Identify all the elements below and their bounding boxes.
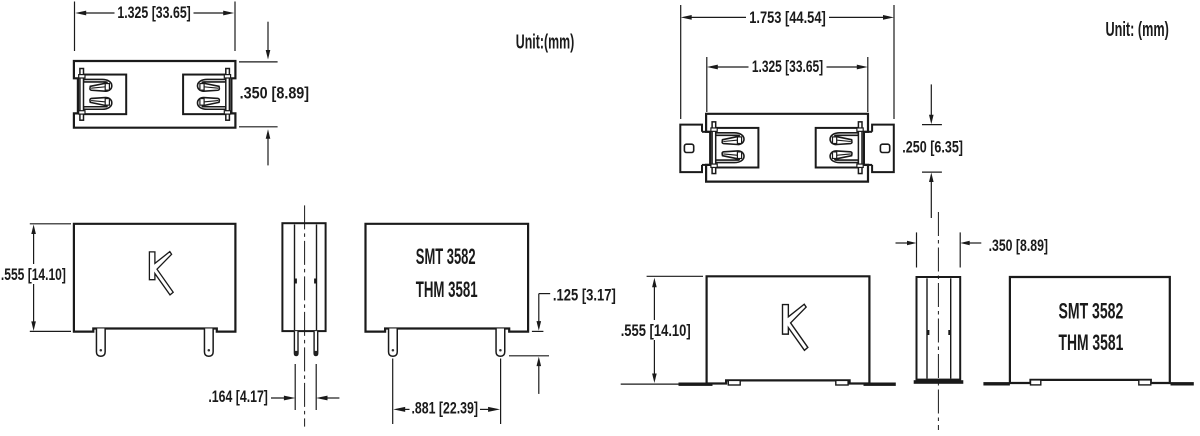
- svg-text:SMT 3582: SMT 3582: [416, 244, 476, 269]
- svg-text:Unit: (mm): Unit: (mm): [1106, 19, 1169, 41]
- svg-text:THM 3581: THM 3581: [1059, 330, 1124, 355]
- svg-text:.125 [3.17]: .125 [3.17]: [553, 287, 616, 305]
- svg-text:.350 [8.89]: .350 [8.89]: [240, 84, 310, 102]
- svg-text:.350 [8.89]: .350 [8.89]: [989, 237, 1048, 255]
- svg-text:1.325 [33.65]: 1.325 [33.65]: [752, 58, 823, 76]
- svg-text:.555 [14.10]: .555 [14.10]: [621, 322, 691, 340]
- svg-text:.881 [22.39]: .881 [22.39]: [411, 399, 478, 417]
- svg-text:1.753 [44.54]: 1.753 [44.54]: [749, 9, 826, 27]
- svg-text:Unit:(mm): Unit:(mm): [516, 32, 574, 54]
- svg-text:SMT 3582: SMT 3582: [1059, 299, 1124, 324]
- svg-text:.250 [6.35]: .250 [6.35]: [902, 139, 963, 157]
- svg-text:.164 [4.17]: .164 [4.17]: [208, 388, 268, 406]
- svg-text:1.325 [33.65]: 1.325 [33.65]: [117, 4, 190, 22]
- svg-text:.555 [14.10]: .555 [14.10]: [1, 266, 66, 284]
- svg-text:THM 3581: THM 3581: [416, 277, 478, 302]
